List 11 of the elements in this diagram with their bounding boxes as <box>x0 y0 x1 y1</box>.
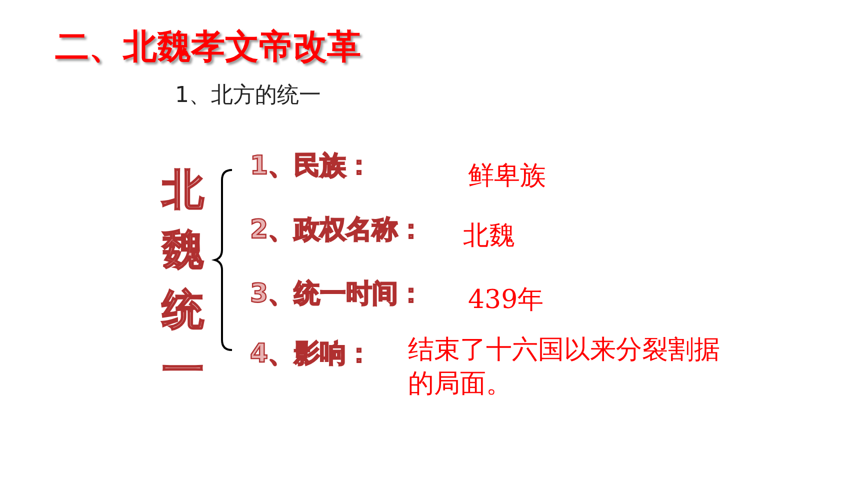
item-label: 3、统一时间： <box>250 278 424 311</box>
vertical-heading: 北魏统一 <box>160 164 205 396</box>
subheading: 1、北方的统一 <box>175 82 321 110</box>
answer-text: 439年 <box>468 284 544 317</box>
answer-text: 鲜卑族 <box>468 160 546 193</box>
answer-text: 结束了十六国以来分裂割据的局面。 <box>408 334 721 401</box>
answer-text: 北魏 <box>463 220 515 253</box>
title: 二、北魏孝文帝改革 <box>55 26 361 69</box>
item-label: 2、政权名称： <box>250 214 424 247</box>
item-label: 4、影响： <box>250 338 372 371</box>
item-label: 1、民族： <box>250 150 372 183</box>
